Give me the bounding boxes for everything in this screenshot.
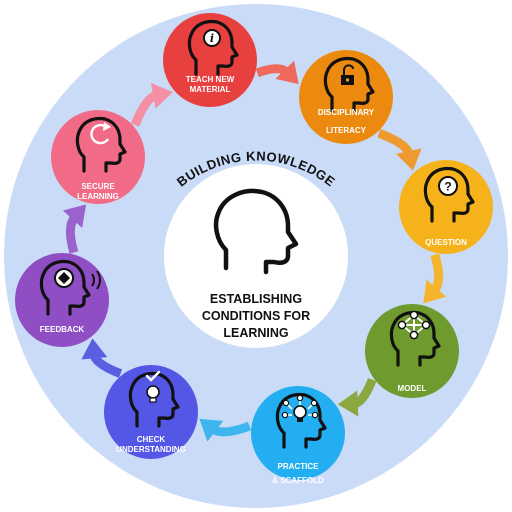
stage-label: LEARNING	[77, 192, 119, 201]
diamond-signal-icon	[39, 259, 101, 316]
stage-label: MODEL	[398, 384, 427, 393]
stage-circle	[299, 50, 393, 144]
cycle-arrow-head	[337, 390, 359, 417]
stage-feedback: FEEDBACK	[15, 253, 109, 347]
stage-circle	[399, 160, 493, 254]
cycle-arrow-head	[62, 204, 87, 229]
stage-label: CHECK	[137, 435, 166, 444]
cycle-arrow-shaft	[430, 253, 444, 295]
stage-practice: PRACTICE & SCAFFOLD	[251, 386, 345, 485]
stage-question: ? QUESTION	[399, 160, 493, 254]
network-nodes-icon	[389, 310, 441, 367]
center-circle	[164, 164, 348, 348]
stage-circle	[163, 13, 257, 107]
stage-literacy: DISCIPLINARY LITERACY	[299, 50, 393, 144]
stage-label: PRACTICE	[278, 462, 320, 471]
cycle-arrow-head	[275, 60, 299, 85]
stage-circle	[251, 386, 345, 480]
cycle-arrow-head	[423, 279, 447, 304]
info-icon: i	[187, 19, 239, 76]
center-label-line-3: LEARNING	[223, 326, 288, 340]
svg-text:?: ?	[444, 180, 451, 194]
stage-circle	[51, 110, 145, 204]
cycle-arrow-head	[199, 418, 224, 442]
refresh-arrow-icon	[75, 116, 127, 173]
stage-circle	[15, 253, 109, 347]
stage-label: LITERACY	[326, 126, 367, 135]
cycle-arrow-shaft	[65, 213, 79, 254]
unlocked-padlock-icon	[323, 56, 375, 113]
svg-text:i: i	[210, 32, 214, 45]
lightbulb-check-icon	[128, 370, 180, 428]
stage-label: QUESTION	[425, 238, 467, 247]
stage-label: SECURE	[81, 182, 115, 191]
stage-circle	[365, 304, 459, 398]
stage-label: TEACH NEW	[186, 75, 235, 84]
stage-label: DISCIPLINARY	[318, 108, 375, 117]
cycle-arrow-head	[150, 82, 173, 109]
center-head-icon	[213, 188, 299, 275]
cycle-arrows	[62, 60, 447, 442]
stage-model: MODEL	[365, 304, 459, 398]
cycle-arrow-head	[81, 338, 108, 360]
center-label-line-2: CONDITIONS FOR	[202, 309, 310, 323]
center-label-line-1: ESTABLISHING	[210, 292, 302, 306]
cycle-arrow-head	[396, 148, 422, 171]
stage-label: FEEDBACK	[40, 325, 85, 334]
lightbulb-network-icon	[275, 392, 327, 449]
stage-label: UNDERSTANDING	[116, 445, 186, 454]
question-mark-icon: ?	[423, 166, 475, 223]
stage-circle	[104, 365, 198, 459]
stage-label: MATERIAL	[190, 85, 231, 94]
stage-label: & SCAFFOLD	[272, 476, 324, 485]
